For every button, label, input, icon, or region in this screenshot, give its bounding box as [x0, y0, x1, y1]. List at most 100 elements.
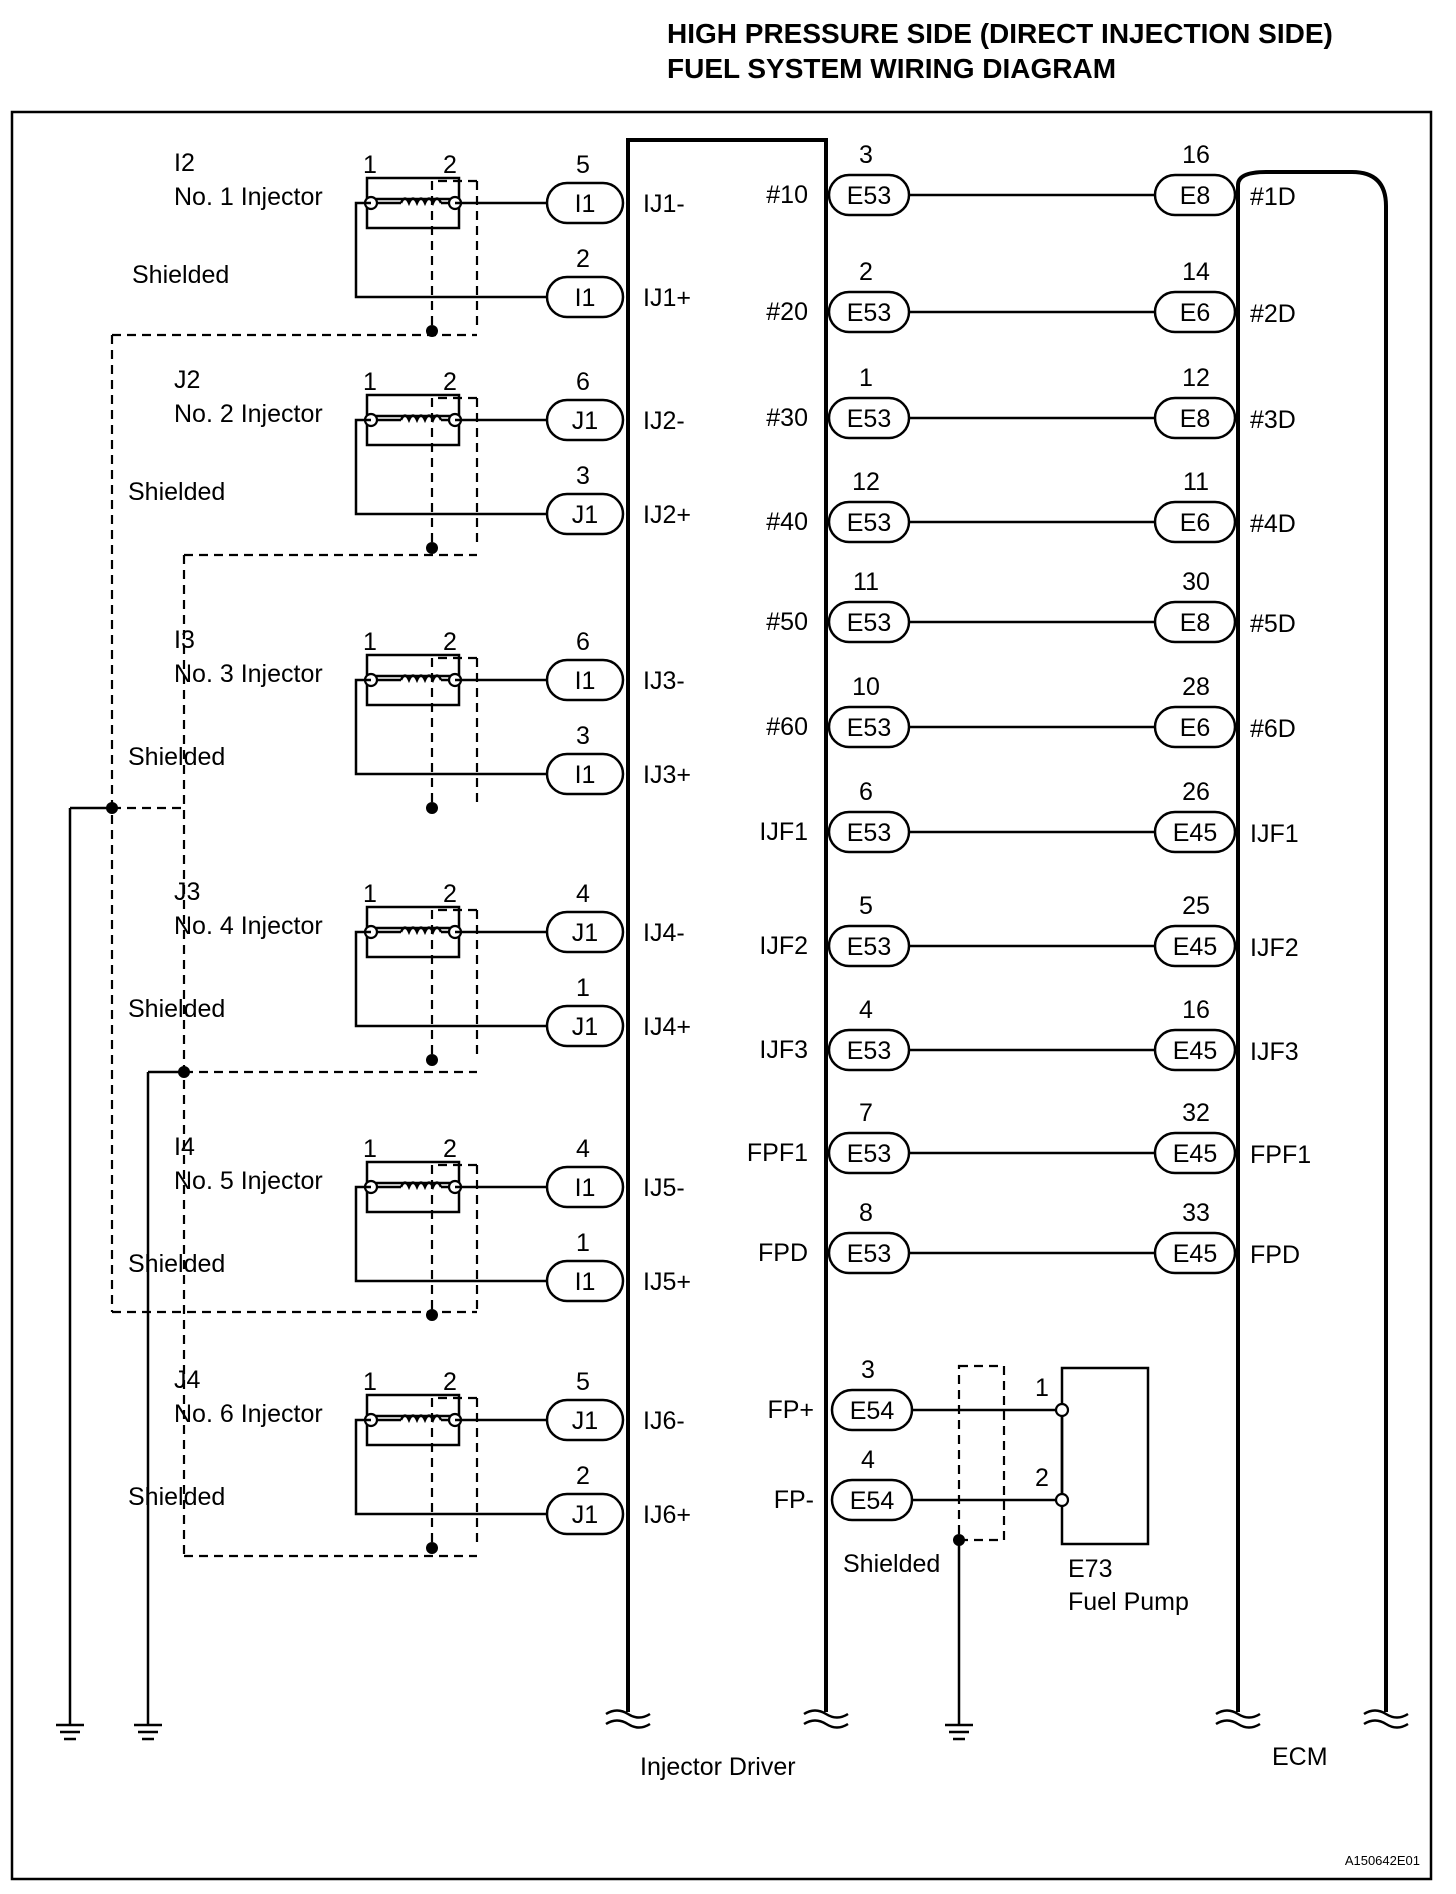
- connector-plug: E53: [827, 705, 911, 749]
- connector-plug: E53: [827, 1131, 911, 1175]
- injector-name: No. 6 Injector: [174, 1400, 323, 1428]
- pump-shield-label: Shielded: [843, 1550, 940, 1578]
- connector-plug: E53: [827, 1231, 911, 1275]
- connector-code: J1: [572, 1407, 598, 1435]
- pump-pin-number: 1: [1035, 1374, 1049, 1402]
- connector-pin-number: 16: [1182, 141, 1210, 169]
- connector-plug: I1: [545, 181, 625, 225]
- connector-pin-number: 10: [852, 673, 880, 701]
- injector-coil-icon: [363, 653, 463, 707]
- connector-code: J1: [572, 1013, 598, 1041]
- connector-code: E53: [847, 182, 891, 210]
- injector-name: No. 2 Injector: [174, 400, 323, 428]
- fuel-pump-body: [1060, 1366, 1150, 1546]
- ecm-label: ECM: [1272, 1743, 1328, 1771]
- connector-code: E45: [1173, 1140, 1217, 1168]
- connector-plug: E45: [1153, 810, 1237, 854]
- connector-code: E54: [850, 1397, 895, 1425]
- connector-plug: E45: [1153, 1028, 1237, 1072]
- connector-code: E6: [1180, 509, 1211, 537]
- diagram-frame: [10, 110, 1433, 1881]
- ecm-signal-label: #2D: [1250, 300, 1296, 328]
- driver-output-label: IJF1: [759, 818, 808, 846]
- injector-pin-number: 2: [443, 880, 457, 908]
- injector-coil-icon: [363, 905, 463, 959]
- connector-pin-number: 2: [576, 1462, 590, 1490]
- connector-pin-number: 14: [1182, 258, 1210, 286]
- driver-output-label: #10: [766, 181, 808, 209]
- injector-coil-icon: [363, 176, 463, 230]
- driver-signal-label: IJ5+: [643, 1268, 691, 1296]
- connector-plug: J1: [545, 910, 625, 954]
- connector-plug: E53: [827, 924, 911, 968]
- connector-pin-number: 6: [576, 368, 590, 396]
- ground-icon: [945, 1723, 973, 1741]
- injector-coil-icon: [363, 1160, 463, 1214]
- injector-driver-block: [626, 138, 828, 1712]
- figure-id: A150642E01: [1345, 1853, 1420, 1868]
- injector-pin-number: 2: [443, 368, 457, 396]
- shielded-label: Shielded: [128, 995, 225, 1023]
- pump-pin-terminal: [1054, 1402, 1070, 1418]
- connector-code: E54: [850, 1487, 895, 1515]
- pump-name: Fuel Pump: [1068, 1588, 1189, 1616]
- connector-pin-number: 11: [853, 568, 879, 596]
- connector-code: E53: [847, 299, 891, 327]
- connector-plug: E53: [827, 810, 911, 854]
- connector-code: J1: [572, 501, 598, 529]
- driver-signal-label: IJ6-: [643, 1407, 685, 1435]
- ecm-block: [1236, 170, 1388, 1712]
- injector-driver-label: Injector Driver: [640, 1753, 796, 1781]
- driver-signal-label: IJ3+: [643, 761, 691, 789]
- connector-pin-number: 26: [1182, 778, 1210, 806]
- ecm-signal-label: #4D: [1250, 510, 1296, 538]
- injector-pin-number: 2: [443, 628, 457, 656]
- connector-plug: E53: [827, 600, 911, 644]
- driver-output-label: IJF3: [759, 1036, 808, 1064]
- driver-output-label: FP-: [774, 1486, 814, 1514]
- driver-output-label: FP+: [767, 1396, 814, 1424]
- ecm-signal-label: #5D: [1250, 610, 1296, 638]
- connector-pin-number: 6: [859, 778, 873, 806]
- injector-pin-number: 2: [443, 1368, 457, 1396]
- connector-pin-number: 4: [861, 1446, 875, 1474]
- injector-code: J3: [174, 878, 200, 906]
- connector-code: I1: [575, 667, 596, 695]
- connector-plug: E8: [1153, 173, 1237, 217]
- connector-pin-number: 4: [576, 880, 590, 908]
- connector-code: E53: [847, 405, 891, 433]
- shielded-label: Shielded: [132, 261, 229, 289]
- connector-code: E53: [847, 1140, 891, 1168]
- connector-code: E8: [1180, 609, 1211, 637]
- connector-pin-number: 12: [1182, 364, 1210, 392]
- driver-output-label: #40: [766, 508, 808, 536]
- connector-plug: E54: [830, 1478, 914, 1522]
- connector-code: E53: [847, 1037, 891, 1065]
- driver-signal-label: IJ1-: [643, 190, 685, 218]
- connector-pin-number: 7: [859, 1099, 873, 1127]
- injector-code: J2: [174, 366, 200, 394]
- connector-code: E45: [1173, 1240, 1217, 1268]
- ecm-signal-label: IJF3: [1250, 1038, 1299, 1066]
- connector-plug: E54: [830, 1388, 914, 1432]
- connector-plug: J1: [545, 1004, 625, 1048]
- injector-pin-number: 1: [363, 1135, 377, 1163]
- connector-pin-number: 3: [576, 462, 590, 490]
- connector-pin-number: 5: [576, 1368, 590, 1396]
- shielded-label: Shielded: [128, 478, 225, 506]
- connector-pin-number: 4: [859, 996, 873, 1024]
- connector-plug: J1: [545, 398, 625, 442]
- connector-code: I1: [575, 284, 596, 312]
- driver-output-label: FPF1: [747, 1139, 808, 1167]
